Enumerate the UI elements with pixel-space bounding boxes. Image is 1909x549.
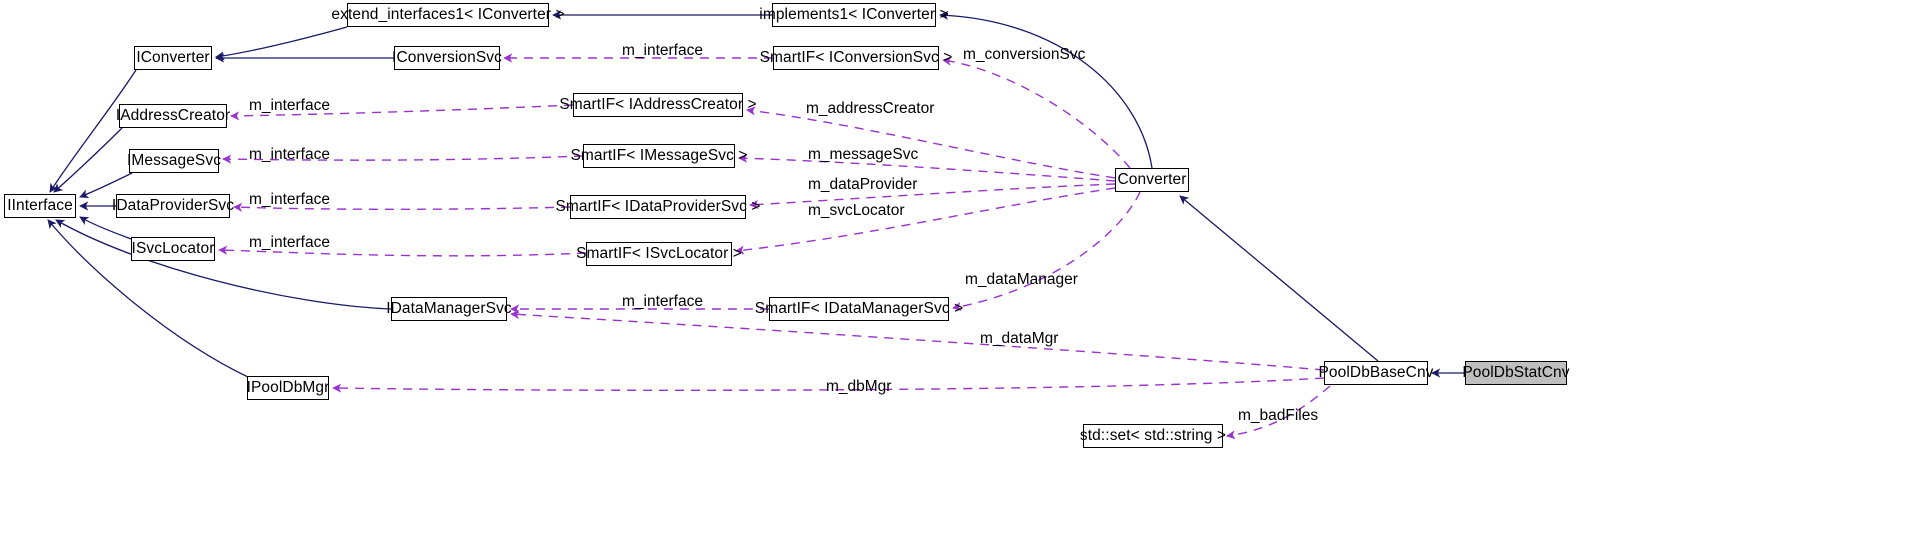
- edge-smartif-idatamanagersvc-converter: [952, 191, 1141, 311]
- edge-label-m-dbmgr: m_dbMgr: [826, 378, 892, 395]
- edge-smartif-iconversionsvc-converter: [942, 56, 1131, 169]
- edge-label-m-messagesvc: m_messageSvc: [808, 146, 919, 163]
- edge-iinterface-idatamanagersvc: [55, 219, 392, 310]
- node-isvclocator[interactable]: ISvcLocator: [131, 237, 215, 261]
- edge-label-m-datamgr: m_dataMgr: [980, 330, 1059, 347]
- edge-label-m-svclocator: m_svcLocator: [808, 202, 905, 219]
- edge-label-m-datamanager: m_dataManager: [965, 271, 1078, 288]
- node-iaddresscreator[interactable]: IAddressCreator: [116, 104, 230, 128]
- edge-label-m-interface-dataprovidersvc: m_interface: [249, 191, 330, 208]
- edge-smartif-isvclocator-converter: [735, 187, 1116, 255]
- node-smartif-isvclocator[interactable]: SmartIF< ISvcLocator >: [576, 242, 742, 266]
- edge-label-m-interface-conversionsvc: m_interface: [622, 42, 703, 59]
- usage-edges: [218, 53, 1331, 440]
- edge-iinterface-iaddresscreator: [53, 127, 123, 193]
- node-imessagesvc[interactable]: IMessageSvc: [127, 149, 221, 173]
- node-iinterface[interactable]: IInterface: [4, 194, 76, 218]
- edge-label-m-badfiles: m_badFiles: [1238, 407, 1319, 424]
- node-smartif-iconversionsvc[interactable]: SmartIF< IConversionSvc >: [760, 46, 952, 70]
- node-smartif-imessagesvc[interactable]: SmartIF< IMessageSvc >: [570, 144, 747, 168]
- node-extend-interfaces1[interactable]: extend_interfaces1< IConverter >: [331, 3, 565, 27]
- edge-smartif-idataprovidersvc-converter: [749, 183, 1116, 210]
- node-converter[interactable]: Converter: [1115, 168, 1189, 192]
- edge-idatamanagersvc-pooldbbasecnv: [510, 309, 1325, 371]
- edge-label-m-interface-messagesvc: m_interface: [249, 146, 330, 163]
- edge-label-m-interface-svclocator: m_interface: [249, 234, 330, 251]
- node-smartif-idataprovidersvc[interactable]: SmartIF< IDataProviderSvc >: [555, 195, 760, 219]
- edge-label-m-interface-datamanagersvc: m_interface: [622, 293, 703, 310]
- node-smartif-iaddresscreator[interactable]: SmartIF< IAddressCreator >: [559, 93, 757, 117]
- node-pooldbstatcnv[interactable]: PoolDbStatCnv: [1462, 361, 1570, 385]
- node-std-set-string[interactable]: std::set< std::string >: [1080, 424, 1226, 448]
- node-iconverter[interactable]: IConverter: [134, 46, 212, 70]
- node-idatamanagersvc[interactable]: IDataManagerSvc: [386, 297, 512, 321]
- edge-label-m-interface-addresscreator: m_interface: [249, 97, 330, 114]
- edge-implements1-converter: [939, 10, 1153, 169]
- edge-iconverter-extendinterfaces1: [215, 26, 348, 61]
- edge-label-m-dataprovider: m_dataProvider: [808, 176, 918, 193]
- node-implements1[interactable]: implements1< IConverter >: [759, 3, 949, 27]
- edge-iinterface-iconverter: [49, 69, 137, 193]
- edge-label-m-addresscreator: m_addressCreator: [806, 100, 935, 117]
- edge-converter-pooldbbasecnv: [1179, 195, 1379, 362]
- node-iconversionsvc[interactable]: IConversionSvc: [392, 46, 502, 70]
- node-smartif-idatamanagersvc[interactable]: SmartIF< IDataManagerSvc >: [755, 297, 963, 321]
- node-pooldbbasecnv[interactable]: PoolDbBaseCnv: [1318, 361, 1433, 385]
- edge-label-m-conversionsvc: m_conversionSvc: [963, 46, 1086, 63]
- node-ipooldbmgr[interactable]: IPoolDbMgr: [247, 376, 329, 400]
- edge-smartif-iaddresscreator-converter: [746, 106, 1116, 179]
- node-idataprovidersvc[interactable]: IDataProviderSvc: [112, 194, 234, 218]
- edge-smartif-imessagesvc-converter: [738, 153, 1116, 182]
- edge-iinterface-isvclocator: [79, 216, 135, 241]
